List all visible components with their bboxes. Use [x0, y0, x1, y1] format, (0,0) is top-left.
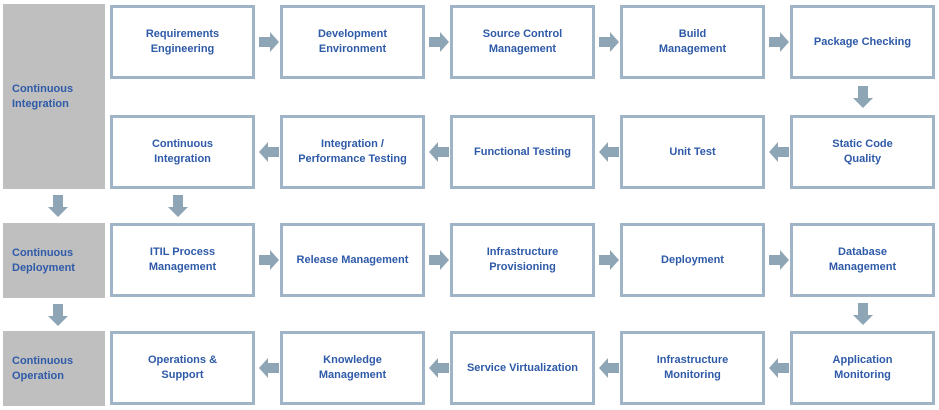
arrow-right-icon	[429, 32, 449, 52]
phase-label: Continuous Integration	[12, 82, 74, 110]
arrow-down-icon	[168, 195, 188, 217]
step-label: ITIL Process Management	[148, 246, 217, 273]
arrow-left-icon	[599, 142, 619, 162]
phase-label: Continuous Deployment	[12, 246, 75, 274]
step-label: Infrastructure Monitoring	[656, 354, 729, 381]
arrow-left-icon	[429, 358, 449, 378]
arrow-right-icon	[769, 32, 789, 52]
arrow-left-icon	[769, 358, 789, 378]
step-functional-testing: Functional Testing	[450, 115, 595, 189]
step-label: Database Management	[828, 246, 897, 273]
step-itil-process-management: ITIL Process Management	[110, 223, 255, 297]
step-source-control-management: Source Control Management	[450, 5, 595, 79]
step-requirements-engineering: Requirements Engineering	[110, 5, 255, 79]
step-label: Integration / Performance Testing	[298, 138, 407, 165]
step-release-management: Release Management	[280, 223, 425, 297]
step-application-monitoring: Application Monitoring	[790, 331, 935, 405]
step-deployment: Deployment	[620, 223, 765, 297]
step-label: Application Monitoring	[832, 354, 893, 381]
arrow-right-icon	[259, 32, 279, 52]
phase-label: Continuous Operation	[12, 354, 74, 382]
step-infrastructure-provisioning: Infrastructure Provisioning	[450, 223, 595, 297]
step-operations-support: Operations & Support	[110, 331, 255, 405]
phase-continuous-operation: Continuous Operation	[3, 331, 105, 406]
arrow-left-icon	[259, 142, 279, 162]
step-label: Continuous Integration	[151, 138, 214, 165]
arrow-down-icon	[853, 86, 873, 108]
step-unit-test: Unit Test	[620, 115, 765, 189]
arrow-down-icon	[853, 303, 873, 325]
arrow-right-icon	[599, 250, 619, 270]
step-label: Package Checking	[813, 35, 912, 48]
step-label: Static Code Quality	[832, 138, 893, 165]
phase-continuous-deployment: Continuous Deployment	[3, 223, 105, 298]
step-label: Functional Testing	[474, 145, 571, 158]
step-label: Source Control Management	[482, 28, 563, 55]
step-development-environment: Development Environment	[280, 5, 425, 79]
arrow-left-icon	[429, 142, 449, 162]
arrow-right-icon	[599, 32, 619, 52]
step-label: Release Management	[296, 253, 409, 266]
step-label: Unit Test	[669, 145, 716, 158]
arrow-right-icon	[769, 250, 789, 270]
step-label: Development Environment	[317, 28, 388, 55]
step-knowledge-management: Knowledge Management	[280, 331, 425, 405]
step-label: Deployment	[661, 253, 724, 266]
step-infrastructure-monitoring: Infrastructure Monitoring	[620, 331, 765, 405]
step-database-management: Database Management	[790, 223, 935, 297]
step-label: Operations & Support	[147, 354, 218, 381]
step-label: Build Management	[658, 28, 727, 55]
phase-continuous-integration: Continuous Integration	[3, 4, 105, 189]
arrow-left-icon	[599, 358, 619, 378]
step-integration-performance-testing: Integration / Performance Testing	[280, 115, 425, 189]
step-static-code-quality: Static Code Quality	[790, 115, 935, 189]
arrow-right-icon	[429, 250, 449, 270]
arrow-down-icon	[48, 195, 68, 217]
step-package-checking: Package Checking	[790, 5, 935, 79]
step-build-management: Build Management	[620, 5, 765, 79]
arrow-down-icon	[48, 304, 68, 326]
step-service-virtualization: Service Virtualization	[450, 331, 595, 405]
step-label: Service Virtualization	[466, 361, 579, 374]
arrow-left-icon	[259, 358, 279, 378]
step-label: Knowledge Management	[318, 354, 387, 381]
step-continuous-integration: Continuous Integration	[110, 115, 255, 189]
step-label: Requirements Engineering	[145, 28, 220, 55]
arrow-left-icon	[769, 142, 789, 162]
arrow-right-icon	[259, 250, 279, 270]
step-label: Infrastructure Provisioning	[486, 246, 559, 273]
